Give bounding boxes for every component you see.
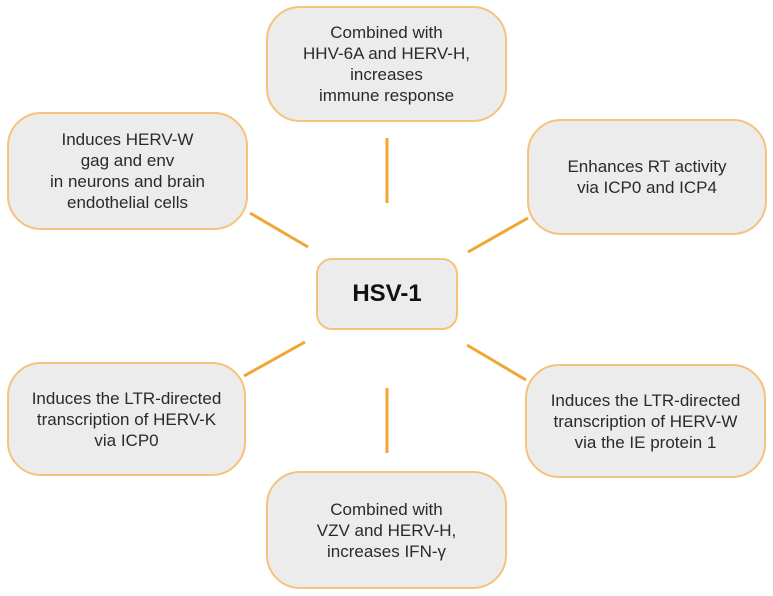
node-bottom: Combined with VZV and HERV-H, increases …	[266, 471, 507, 589]
connector-bottom-left	[243, 340, 306, 378]
connector-top-right	[467, 216, 529, 254]
node-top: Combined with HHV-6A and HERV-H, increas…	[266, 6, 507, 122]
node-bottom-left: Induces the LTR-directed transcription o…	[7, 362, 246, 476]
center-node-label: HSV-1	[352, 280, 422, 307]
node-top-right-text: Enhances RT activity via ICP0 and ICP4	[567, 157, 727, 197]
center-node-hsv1: HSV-1	[316, 258, 458, 330]
connector-top-left	[249, 211, 309, 249]
node-bottom-right-text: Induces the LTR-directed transcription o…	[550, 390, 741, 452]
node-bottom-text: Combined with VZV and HERV-H, increases …	[316, 499, 457, 561]
connector-bottom-right	[466, 343, 527, 382]
node-top-text: Combined with HHV-6A and HERV-H, increas…	[303, 23, 470, 105]
node-top-left-text: Induces HERV-W gag and env in neurons an…	[49, 130, 205, 212]
node-top-right: Enhances RT activity via ICP0 and ICP4	[527, 119, 767, 235]
node-bottom-right: Induces the LTR-directed transcription o…	[525, 364, 766, 478]
node-bottom-left-text: Induces the LTR-directed transcription o…	[31, 388, 222, 450]
node-top-left: Induces HERV-W gag and env in neurons an…	[7, 112, 248, 230]
